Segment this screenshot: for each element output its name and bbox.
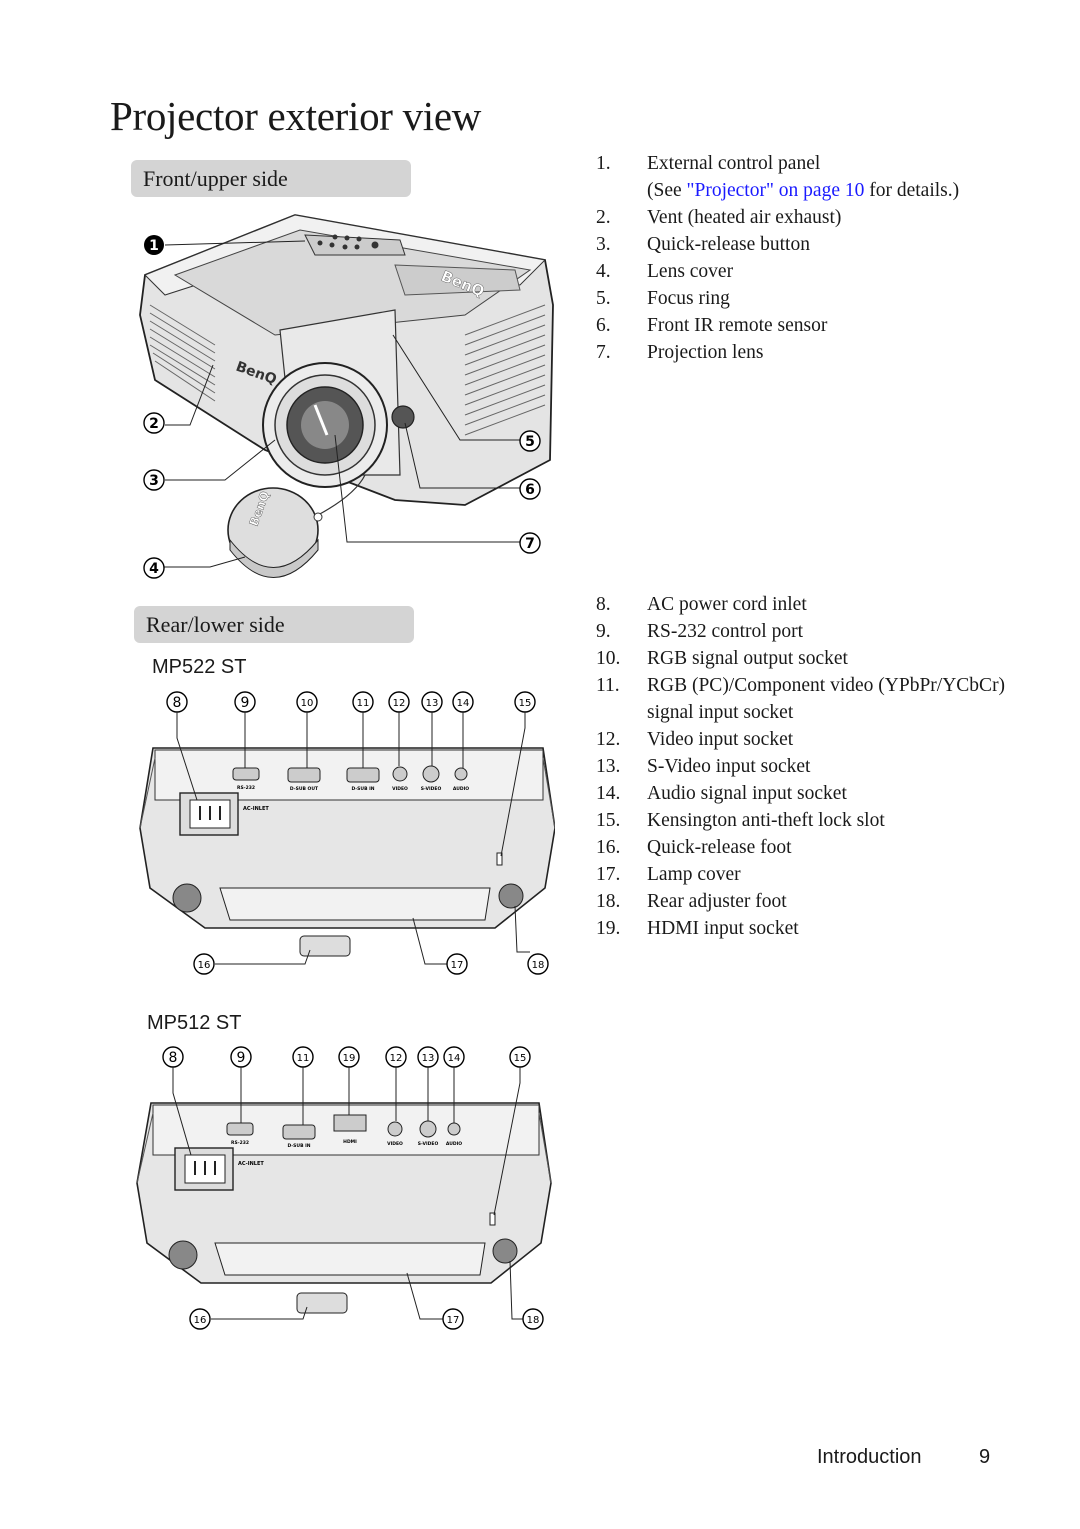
svg-text:9: 9: [241, 695, 250, 711]
list-item: 16.Quick-release foot: [596, 837, 792, 858]
list-item: 17.Lamp cover: [596, 864, 741, 885]
svg-text:6: 6: [525, 482, 535, 498]
svg-text:17: 17: [451, 960, 464, 971]
list-item: 4.Lens cover: [596, 261, 734, 282]
svg-text:11: 11: [297, 1053, 310, 1064]
svg-text:D-SUB IN: D-SUB IN: [287, 1143, 310, 1149]
list-item: 9.RS-232 control port: [596, 621, 803, 642]
projector-rear-illustration-mp522st: 8 9 10 11 12 13 14 15 AC-INLET RS-232 D-…: [139, 691, 555, 975]
svg-text:S-VIDEO: S-VIDEO: [421, 786, 442, 792]
svg-text:AUDIO: AUDIO: [453, 786, 469, 792]
page-title: Projector exterior view: [110, 93, 482, 139]
svg-text:12: 12: [393, 698, 406, 709]
svg-text:VIDEO: VIDEO: [392, 786, 408, 792]
list-item: 10.RGB signal output socket: [596, 648, 848, 669]
svg-text:5: 5: [525, 434, 535, 450]
svg-text:VIDEO: VIDEO: [387, 1141, 403, 1147]
svg-text:17: 17: [447, 1315, 460, 1326]
svg-text:D-SUB IN: D-SUB IN: [351, 786, 374, 792]
list-item: 14.Audio signal input socket: [596, 783, 847, 804]
svg-text:8: 8: [173, 695, 182, 711]
svg-text:1: 1: [149, 238, 159, 254]
list-item: 5.Focus ring: [596, 288, 730, 309]
svg-text:AC-INLET: AC-INLET: [238, 1161, 264, 1167]
list-item: 11.RGB (PC)/Component video (YPbPr/YCbCr…: [596, 675, 1006, 723]
svg-text:14: 14: [448, 1053, 461, 1064]
model-label-mp522st: MP522 ST: [152, 656, 247, 678]
svg-text:19: 19: [343, 1053, 356, 1064]
list-item: 19.HDMI input socket: [596, 918, 799, 939]
svg-text:D-SUB OUT: D-SUB OUT: [290, 786, 319, 792]
svg-text:AC-INLET: AC-INLET: [243, 806, 269, 812]
svg-text:3: 3: [149, 473, 159, 489]
list-item: 15.Kensington anti-theft lock slot: [596, 810, 885, 831]
svg-text:11: 11: [357, 698, 370, 709]
list-item: 12.Video input socket: [596, 729, 794, 750]
svg-text:10: 10: [301, 698, 314, 709]
model-label-mp512st: MP512 ST: [147, 1012, 242, 1034]
projector-rear-illustration-mp512st: 8 9 11 19 12 13 14 15 AC-INLET RS-232 D-…: [136, 1046, 552, 1330]
list-item: 13.S-Video input socket: [596, 756, 811, 777]
projector-page-link[interactable]: "Projector" on page 10: [686, 180, 865, 201]
svg-text:12: 12: [390, 1053, 403, 1064]
rear-parts-list: 8.AC power cord inlet 9.RS-232 control p…: [596, 591, 1012, 942]
svg-text:AUDIO: AUDIO: [446, 1141, 462, 1147]
section-heading-rear: Rear/lower side: [134, 606, 414, 643]
footer-section-label: Introduction: [817, 1446, 922, 1468]
svg-text:S-VIDEO: S-VIDEO: [418, 1141, 439, 1147]
list-item: 7.Projection lens: [596, 342, 764, 363]
svg-text:2: 2: [149, 416, 159, 432]
svg-text:RS-232: RS-232: [237, 785, 255, 791]
svg-text:15: 15: [519, 698, 532, 709]
list-item: 2.Vent (heated air exhaust): [596, 207, 842, 228]
svg-text:13: 13: [422, 1053, 435, 1064]
section-heading-front: Front/upper side: [131, 160, 411, 197]
page-number: 9: [979, 1446, 991, 1468]
list-item: 18.Rear adjuster foot: [596, 891, 787, 912]
svg-text:15: 15: [514, 1053, 527, 1064]
svg-text:14: 14: [457, 698, 470, 709]
svg-text:18: 18: [527, 1315, 540, 1326]
svg-text:18: 18: [532, 960, 545, 971]
list-item: 3.Quick-release button: [596, 234, 810, 255]
list-item: 8.AC power cord inlet: [596, 594, 807, 615]
list-item: 1. External control panel (See "Projecto…: [596, 153, 960, 201]
svg-text:16: 16: [198, 960, 211, 971]
svg-text:4: 4: [149, 561, 159, 577]
list-item: 6.Front IR remote sensor: [596, 315, 828, 336]
svg-text:8: 8: [169, 1050, 178, 1066]
svg-text:13: 13: [426, 698, 439, 709]
projector-front-illustration: BenQ BenQ BenQ 1 2 3 4 5: [139, 214, 554, 579]
front-parts-list: 1. External control panel (See "Projecto…: [596, 150, 987, 366]
svg-text:7: 7: [525, 536, 535, 552]
svg-text:9: 9: [237, 1050, 246, 1066]
svg-text:RS-232: RS-232: [231, 1140, 249, 1146]
svg-text:HDMI: HDMI: [343, 1139, 357, 1145]
svg-text:16: 16: [194, 1315, 207, 1326]
